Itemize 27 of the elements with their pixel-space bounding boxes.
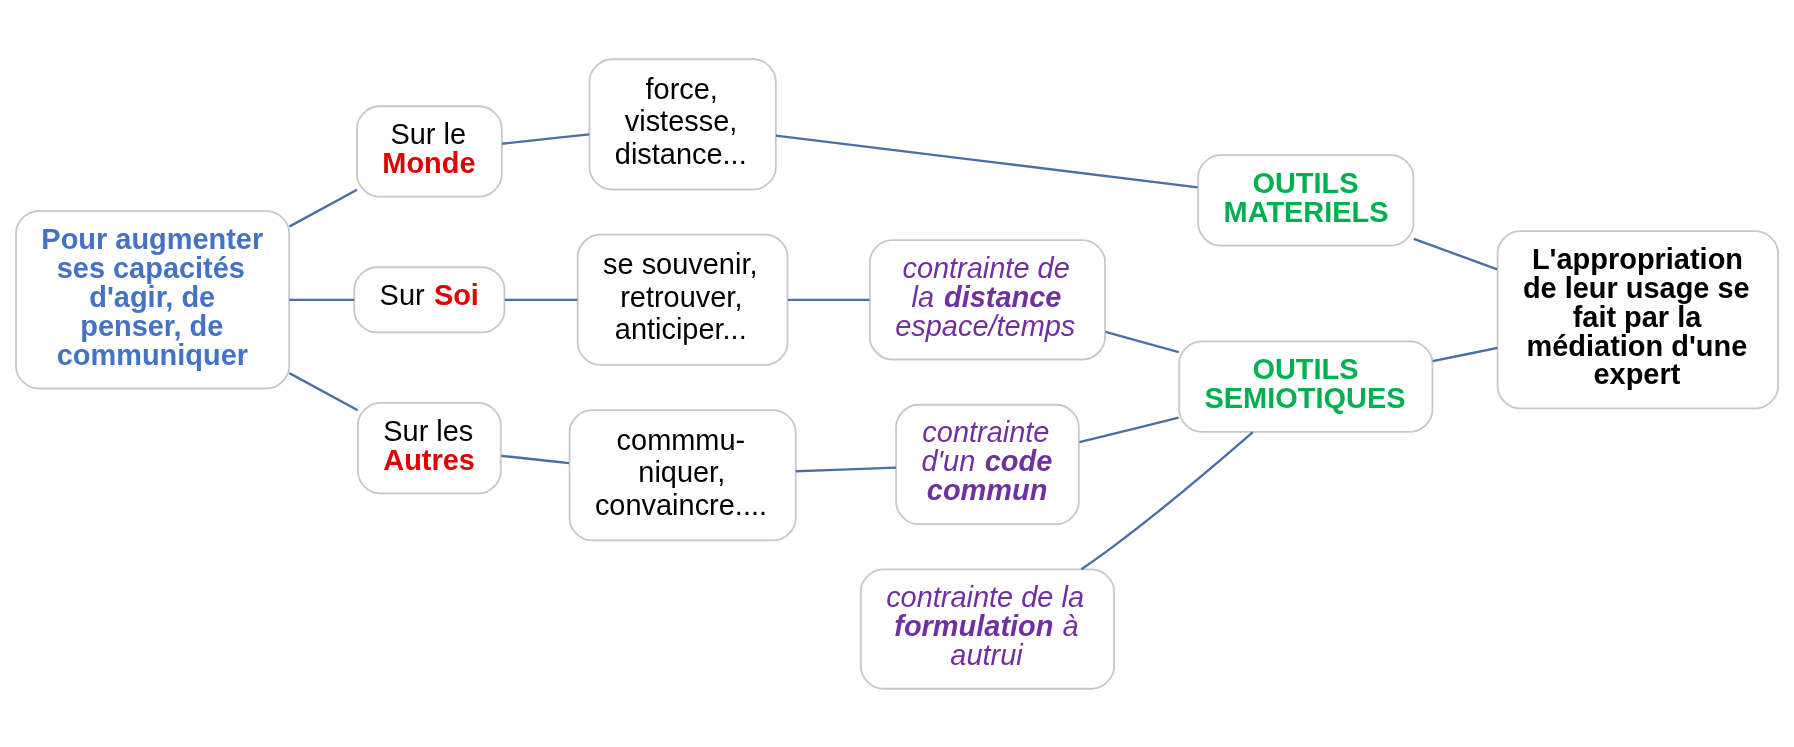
node-box: se souvenir, retrouver, anticiper... — [576, 233, 789, 366]
node-box: contrainte de la formulation à autrui — [859, 567, 1115, 690]
connector — [795, 466, 896, 472]
connector — [1079, 416, 1179, 443]
node-box: force, vistesse, distance... — [588, 57, 777, 190]
node-box: contrainte d'un code commun — [895, 403, 1080, 525]
node-box: Pour augmenter ses capacités d'agir, de penser, de communiquer — [15, 209, 291, 389]
connector — [1080, 430, 1254, 570]
connector — [501, 132, 590, 145]
connector — [1413, 237, 1498, 270]
connector — [501, 454, 570, 464]
node-box: Sur les Autres — [357, 401, 502, 494]
node-box: Sur Soi — [353, 265, 506, 333]
connector — [288, 188, 358, 228]
connector — [289, 298, 355, 301]
node-box: OUTILS MATERIELS — [1197, 153, 1415, 246]
connector — [1432, 346, 1498, 362]
node-box: Sur le Monde — [356, 104, 503, 198]
node-box: commmu- niquer, convaincre.... — [568, 408, 797, 541]
node-box: contrainte de la distance espace/temps — [868, 238, 1106, 360]
connector — [775, 133, 1198, 188]
node-box: OUTILS SEMIOTIQUES — [1178, 340, 1434, 433]
connector — [288, 371, 359, 411]
connector — [788, 298, 870, 301]
connector — [504, 298, 578, 301]
node-box: L'appropriation de leur usage se fait par la médiation d'une expert — [1496, 229, 1779, 409]
connector — [1105, 330, 1179, 353]
